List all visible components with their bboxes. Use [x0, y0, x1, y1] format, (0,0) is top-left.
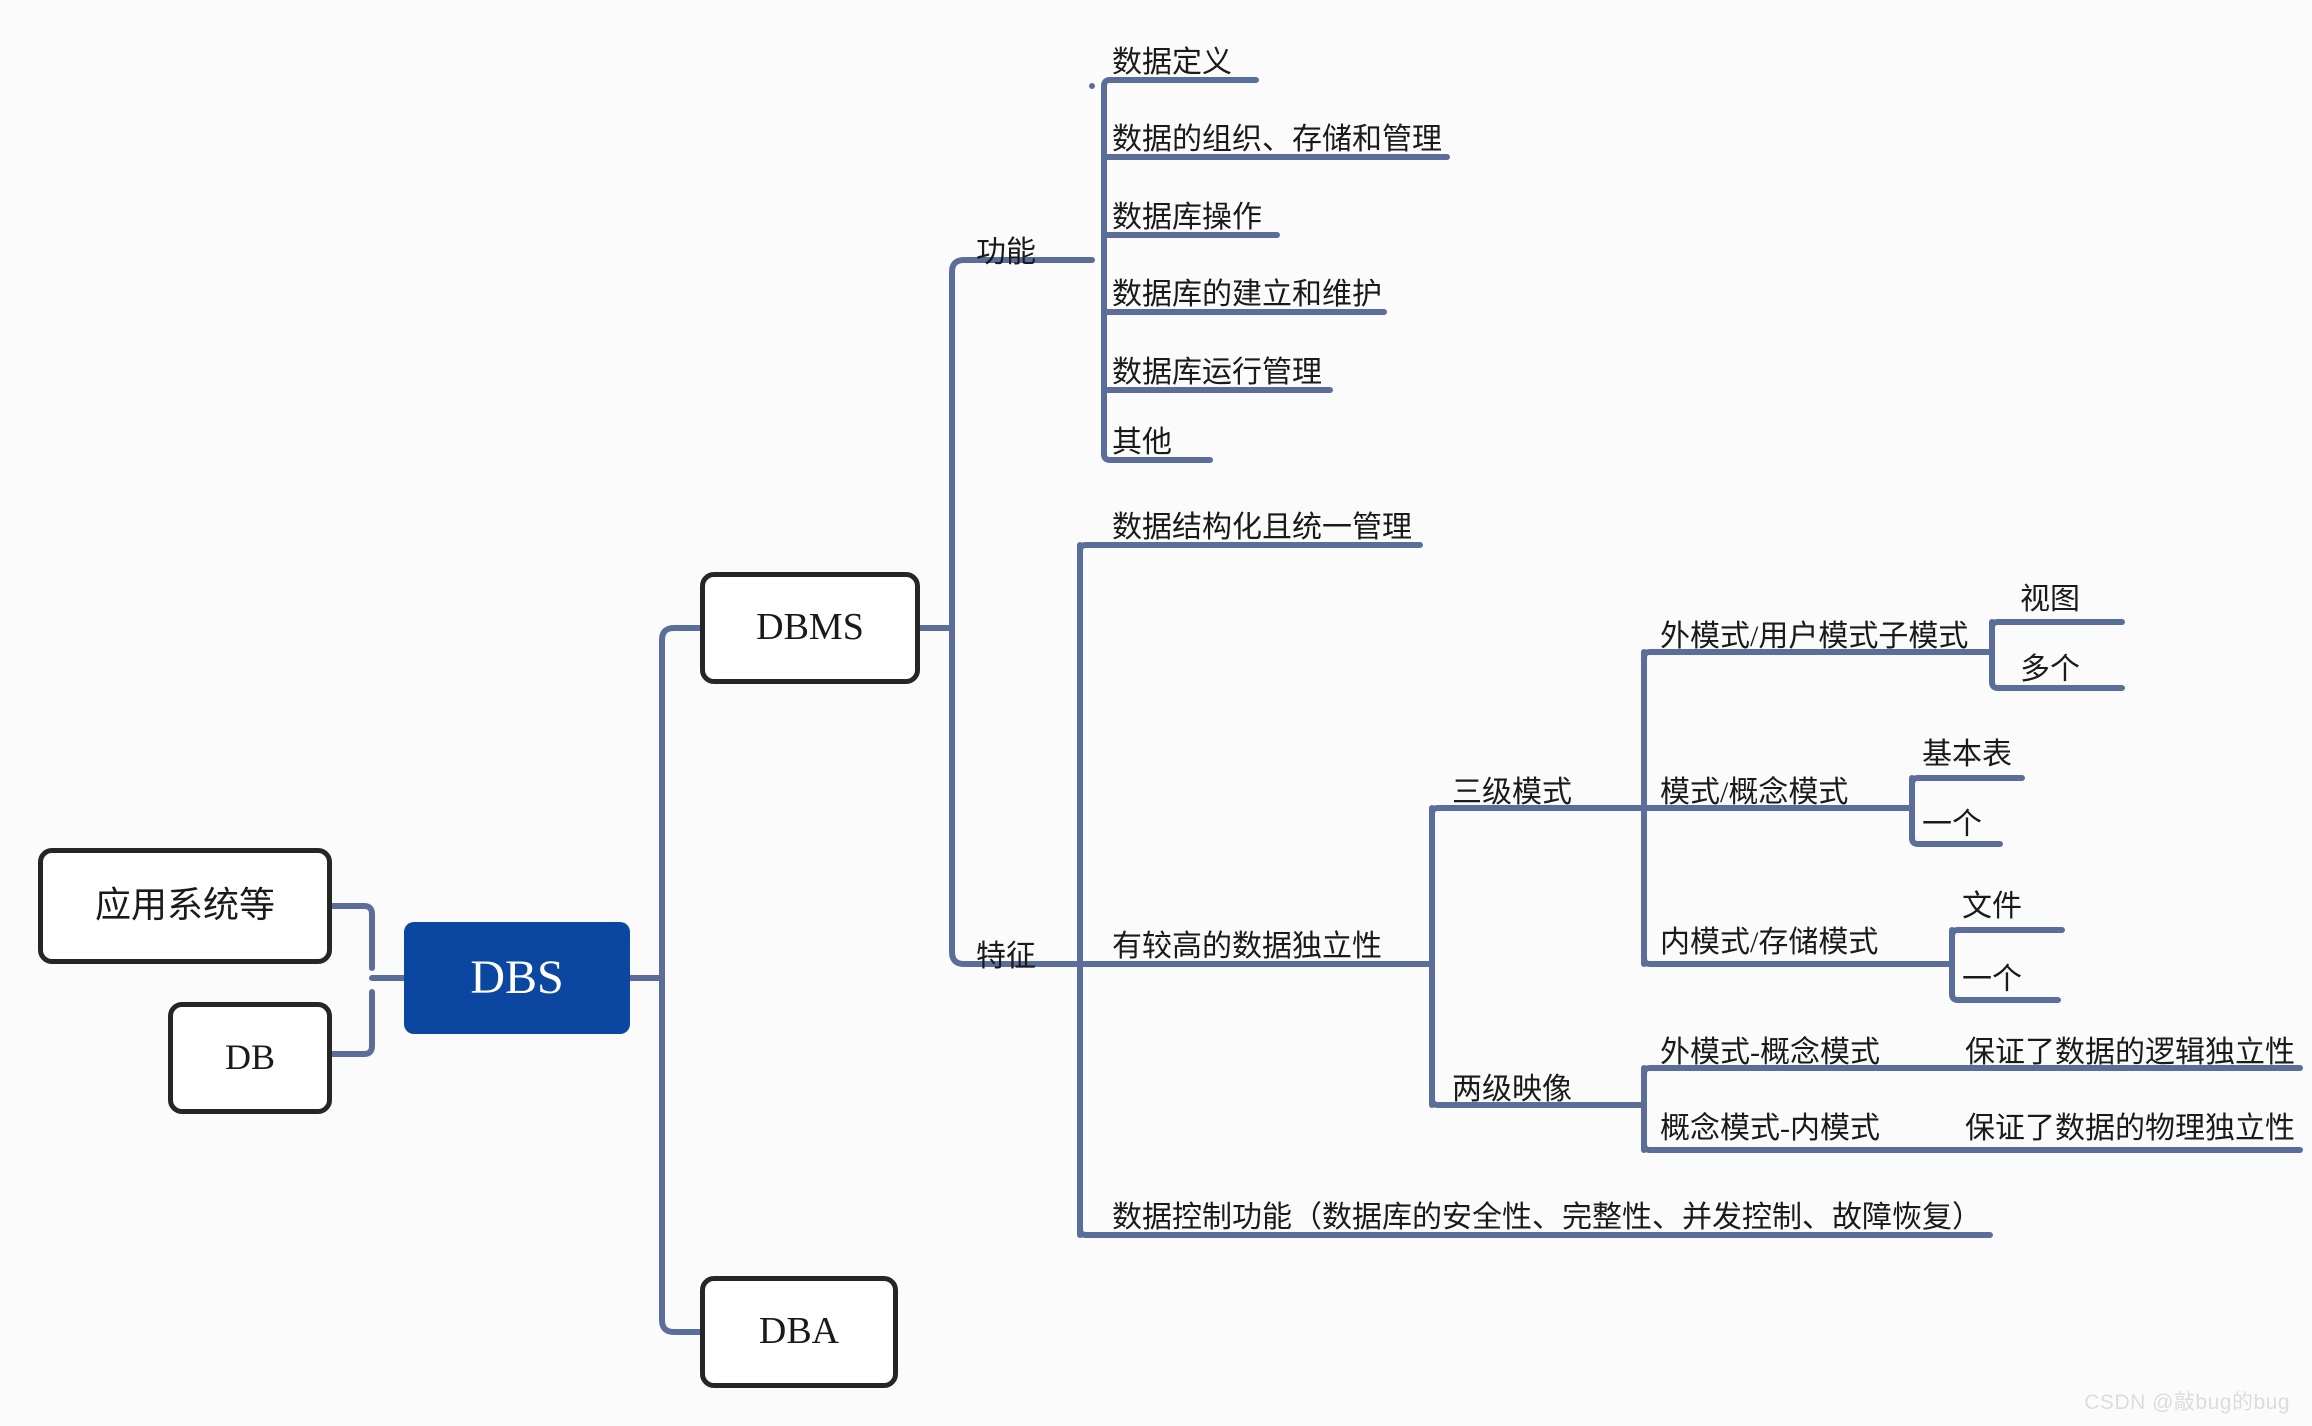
schema-name-1[interactable]: 模式/概念模式 — [1660, 776, 1849, 809]
connector-view-top — [1989, 619, 2125, 631]
branch-label-function[interactable]: 功能 — [976, 236, 1036, 269]
connector-file-top — [1949, 927, 2065, 939]
connector-db — [329, 989, 375, 1057]
schema-object-0[interactable]: 视图 — [2020, 583, 2080, 616]
connector-basetable-bottom — [1909, 835, 2003, 847]
connector-root-to-dba — [659, 975, 703, 1335]
mapping-result-0[interactable]: 保证了数据的逻辑独立性 — [1965, 1036, 2295, 1069]
node-app-system-label: 应用系统等 — [94, 885, 275, 926]
connector-root-to-dbms — [659, 625, 703, 981]
connector-schema-3 — [1641, 955, 1943, 967]
connector-dbms-to-function — [949, 257, 1083, 631]
schema-count-2[interactable]: 一个 — [1962, 963, 2022, 996]
connector-app-system — [329, 903, 375, 971]
schema-count-1[interactable]: 一个 — [1922, 808, 1982, 841]
node-root-dbs[interactable]: DBS — [404, 922, 630, 1034]
node-dbms-label: DBMS — [756, 606, 864, 649]
schema-object-2[interactable]: 文件 — [1962, 890, 2022, 923]
connector-schema-1 — [1641, 649, 1983, 661]
node-dba[interactable]: DBA — [700, 1276, 898, 1388]
node-dbms[interactable]: DBMS — [700, 572, 920, 684]
function-item-3[interactable]: 数据库的建立和维护 — [1112, 278, 1382, 311]
connector-function-leaf-1 — [1101, 77, 1259, 89]
connector-feature-leaf-1 — [1077, 542, 1423, 554]
function-item-5[interactable]: 其他 — [1112, 426, 1172, 459]
connector-feature-leaf-3 — [1077, 1226, 1993, 1238]
function-item-1[interactable]: 数据的组织、存储和管理 — [1112, 123, 1442, 156]
connector-dbms-to-feature — [949, 625, 1083, 967]
schema-name-0[interactable]: 外模式/用户模式子模式 — [1660, 620, 1969, 653]
function-item-4[interactable]: 数据库运行管理 — [1112, 356, 1322, 389]
schema-object-1[interactable]: 基本表 — [1922, 738, 2012, 771]
feature-item-0[interactable]: 数据结构化且统一管理 — [1112, 511, 1412, 544]
connector-mapping-2 — [1641, 1141, 2303, 1153]
node-app-system[interactable]: 应用系统等 — [38, 848, 332, 964]
schema-count-0[interactable]: 多个 — [2020, 653, 2080, 686]
node-db[interactable]: DB — [168, 1002, 332, 1114]
function-item-0[interactable]: 数据定义 — [1112, 46, 1232, 79]
connector-to-three-level — [1429, 805, 1635, 817]
connector-view-bottom — [1989, 679, 2125, 691]
label-two-level-mapping[interactable]: 两级映像 — [1452, 1073, 1572, 1106]
connector-basetable-top — [1909, 775, 2025, 787]
branch-label-feature[interactable]: 特征 — [976, 940, 1036, 973]
watermark: CSDN @敲bug的bug — [2084, 1391, 2290, 1414]
node-root-dbs-label: DBS — [470, 950, 564, 1004]
feature-item-2[interactable]: 数据控制功能（数据库的安全性、完整性、并发控制、故障恢复） — [1112, 1201, 1982, 1234]
feature-item-1[interactable]: 有较高的数据独立性 — [1112, 930, 1382, 963]
node-db-label: DB — [224, 1037, 275, 1078]
mapping-result-1[interactable]: 保证了数据的物理独立性 — [1965, 1112, 2295, 1145]
mapping-name-0[interactable]: 外模式-概念模式 — [1660, 1036, 1880, 1069]
mapping-name-1[interactable]: 概念模式-内模式 — [1660, 1112, 1880, 1145]
label-three-level-schema[interactable]: 三级模式 — [1452, 776, 1572, 809]
schema-name-2[interactable]: 内模式/存储模式 — [1660, 926, 1879, 959]
connector-function-leaf-6 — [1101, 451, 1213, 463]
node-dba-label: DBA — [758, 1310, 840, 1353]
function-item-2[interactable]: 数据库操作 — [1112, 201, 1262, 234]
connector-to-two-level — [1429, 1096, 1635, 1108]
connector-file-bottom — [1949, 991, 2061, 1003]
